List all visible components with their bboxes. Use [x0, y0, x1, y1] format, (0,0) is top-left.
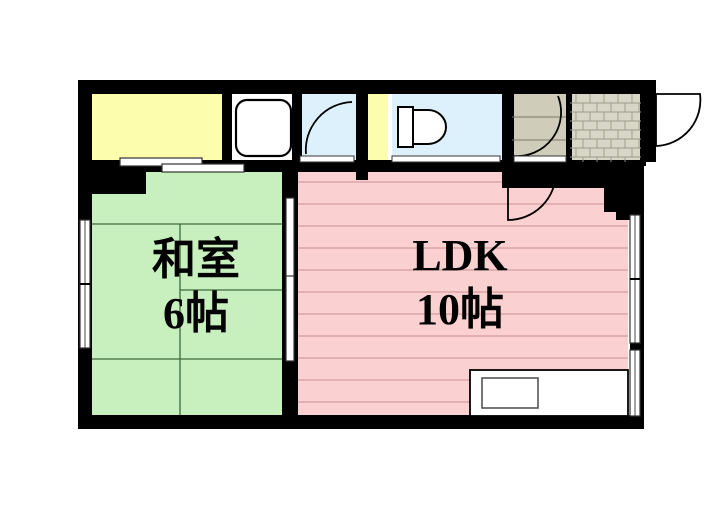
- kitchen-area: [90, 94, 222, 162]
- hall-door-icon[interactable]: [507, 171, 557, 221]
- wall-toilet-hall: [502, 80, 514, 166]
- wall-bottom: [78, 415, 644, 429]
- genkan-tile-pattern: [570, 94, 641, 162]
- wall-genkan-right: [640, 80, 646, 166]
- ldk-room-size: 10帖: [416, 285, 504, 334]
- washroom-area: [300, 94, 362, 162]
- ldk-floor-lines: [298, 181, 628, 403]
- hall-closet-lines: [512, 116, 566, 141]
- shoe-cabinet-door-icon[interactable]: [513, 95, 562, 157]
- washitsu-area: [90, 160, 282, 415]
- wall-washroom-stove: [356, 80, 368, 180]
- window-bottom-right-icon[interactable]: [629, 349, 641, 417]
- window-right-icon[interactable]: [629, 214, 641, 344]
- ldk-room-name: LDK: [412, 231, 508, 280]
- window-left-icon[interactable]: [79, 219, 91, 349]
- storage-unit-icon: [469, 369, 629, 417]
- walls: [78, 80, 656, 429]
- fusuma-kitchen-icon[interactable]: [119, 157, 245, 173]
- genkan-area: [570, 94, 644, 162]
- wall-hall-genkan: [566, 80, 572, 166]
- wall-right-entry: [644, 80, 656, 162]
- fusuma-ldk-icon[interactable]: [285, 197, 295, 362]
- entrance-door-icon[interactable]: [655, 93, 702, 147]
- toilet-icon: [397, 106, 447, 148]
- wall-bath-washroom: [292, 80, 302, 166]
- wall-kitchen-bath: [222, 80, 232, 166]
- washitsu-room-name: 和室: [152, 235, 240, 284]
- kitchen-stove-area: [366, 94, 388, 162]
- entrance-hall-area: [512, 94, 570, 162]
- washroom-door-icon[interactable]: [304, 101, 353, 155]
- bathtub-icon: [234, 98, 293, 158]
- wall-ldk-step-corner: [616, 160, 644, 220]
- tatami-mat-joints: [78, 223, 282, 415]
- kitchen-window-icon: [299, 155, 567, 163]
- washitsu-room-size: 6帖: [163, 289, 229, 338]
